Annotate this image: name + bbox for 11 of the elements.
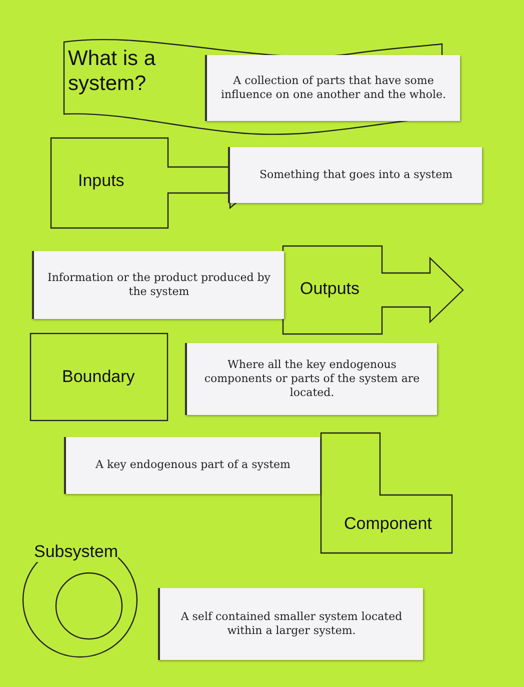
term-label: Subsystem xyxy=(34,542,118,562)
definition-card: A self contained smaller system located within a larger system. xyxy=(158,588,423,660)
term-label: Outputs xyxy=(300,279,360,299)
definition-card: Information or the product produced by the system xyxy=(32,251,284,319)
definition-card: A key endogenous part of a system xyxy=(64,437,320,494)
term-label: Boundary xyxy=(62,367,135,387)
term-label: Inputs xyxy=(78,171,124,191)
definition-card: Where all the key endogenous components or parts of the system are located. xyxy=(185,343,437,415)
definition-card: A collection of parts that have some influence on one another and the whole. xyxy=(205,55,460,121)
term-label: Component xyxy=(344,514,432,534)
definition-card: Something that goes into a system xyxy=(228,147,482,203)
